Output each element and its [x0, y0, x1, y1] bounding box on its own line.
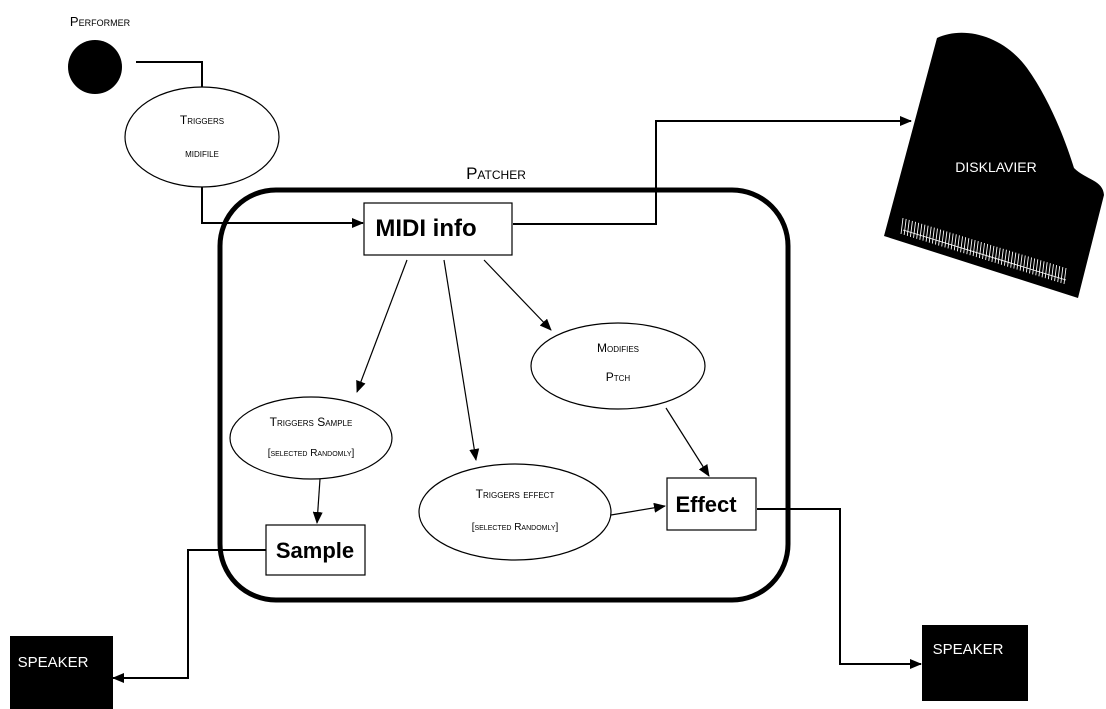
- effect-to-speaker-arrow: [757, 508, 922, 669]
- speaker-left-label: SPEAKER: [18, 654, 89, 671]
- piano-key: [1007, 250, 1011, 267]
- triggers-sample-line2: [selected Randomly]: [268, 448, 355, 459]
- piano-key: [988, 244, 992, 261]
- midi-to-triggers-sample-arrow: [356, 259, 408, 393]
- piano-key: [1038, 260, 1042, 277]
- piano-key: [1041, 261, 1045, 278]
- piano-key: [978, 241, 982, 259]
- piano-key: [916, 222, 920, 239]
- sample-to-speaker-arrow: [112, 549, 266, 683]
- piano-key: [1044, 262, 1048, 279]
- piano-key: [1016, 253, 1020, 270]
- effect-label: Effect: [675, 492, 737, 517]
- piano-key: [941, 230, 945, 247]
- triggers-effect-line2: [selected Randomly]: [472, 522, 559, 533]
- patcher-title: Patcher: [466, 164, 526, 183]
- sample-label: Sample: [276, 538, 354, 563]
- piano-key: [903, 218, 907, 236]
- piano-key: [928, 226, 932, 243]
- piano-key: [969, 239, 973, 256]
- modifies-pitch-line2: Ptch: [606, 370, 631, 384]
- sample-node: [265, 524, 366, 576]
- piano-key: [922, 224, 926, 241]
- performer-connector: [136, 61, 203, 88]
- piano-key: [1022, 255, 1026, 272]
- speaker-right-label: SPEAKER: [933, 641, 1004, 658]
- piano-key: [1035, 259, 1039, 276]
- piano-key: [982, 242, 985, 260]
- triggers-effect-to-effect-arrow: [610, 502, 666, 516]
- piano-key: [966, 238, 970, 255]
- piano-key: [950, 233, 954, 250]
- triggers-effect-node: [418, 463, 612, 561]
- performer-label: Performer: [70, 14, 131, 29]
- piano-key: [909, 220, 913, 237]
- piano-key: [972, 240, 976, 257]
- triggers-sample-line1: Triggers Sample: [270, 415, 353, 429]
- piano-key: [997, 247, 1001, 264]
- piano-key: [975, 241, 979, 258]
- piano-key: [953, 234, 957, 251]
- piano-key: [1019, 254, 1023, 271]
- piano-key: [1054, 265, 1058, 282]
- piano-key: [1051, 264, 1054, 281]
- piano-key: [1032, 258, 1036, 275]
- triggers-midifile-line2: midifile: [185, 148, 219, 160]
- piano-key: [1060, 266, 1064, 284]
- midi-to-triggers-effect-arrow: [443, 259, 480, 461]
- piano-key: [1047, 263, 1051, 280]
- piano-key: [938, 229, 942, 246]
- piano-key: [944, 231, 948, 248]
- modifies-to-effect-arrow: [665, 407, 710, 477]
- midi-to-disklavier-arrow: [513, 116, 912, 225]
- modifies-pitch-line1: Modifies: [597, 341, 639, 355]
- patcher-container: [217, 187, 791, 603]
- piano-key: [1010, 251, 1014, 268]
- effect-node: [666, 477, 757, 531]
- piano-key: [985, 243, 989, 261]
- triggers-sample-to-sample-arrow: [312, 478, 323, 524]
- piano-key: [935, 228, 938, 245]
- piano-key: [994, 246, 998, 263]
- triggers-midifile-node: [124, 86, 280, 188]
- triggers-effect-line1: Triggers effect: [476, 487, 555, 501]
- piano-key: [956, 235, 960, 252]
- disklavier-label: DISKLAVIER: [955, 159, 1036, 175]
- piano-key: [960, 236, 964, 253]
- piano-key: [1000, 248, 1004, 265]
- piano-key: [900, 217, 904, 235]
- triggers-sample-node: [229, 396, 393, 480]
- modifies-pitch-node: [530, 322, 706, 410]
- piano-key: [1003, 249, 1007, 266]
- grand-piano-icon: [884, 32, 1104, 299]
- speaker-right: [922, 625, 1028, 701]
- piano-key: [906, 219, 910, 236]
- piano-key: [1013, 252, 1017, 269]
- piano-key: [913, 221, 916, 238]
- performer-icon: [68, 40, 122, 94]
- speaker-left: [10, 636, 113, 709]
- midi-to-modifies-arrow: [483, 259, 552, 331]
- midi-info-label: MIDI info: [375, 215, 476, 242]
- piano-key: [963, 237, 967, 254]
- piano-key: [931, 227, 935, 244]
- piano-key: [1057, 266, 1061, 283]
- piano-key: [991, 245, 995, 262]
- piano-key: [1025, 256, 1029, 273]
- piano-key: [1063, 267, 1067, 285]
- piano-key: [947, 232, 951, 249]
- piano-key: [1029, 257, 1032, 274]
- piano-key: [919, 223, 923, 240]
- triggers-to-midi-arrow: [201, 187, 364, 228]
- midi-info-node: [363, 202, 513, 256]
- triggers-midifile-line1: Triggers: [180, 113, 224, 127]
- piano-key: [925, 225, 929, 242]
